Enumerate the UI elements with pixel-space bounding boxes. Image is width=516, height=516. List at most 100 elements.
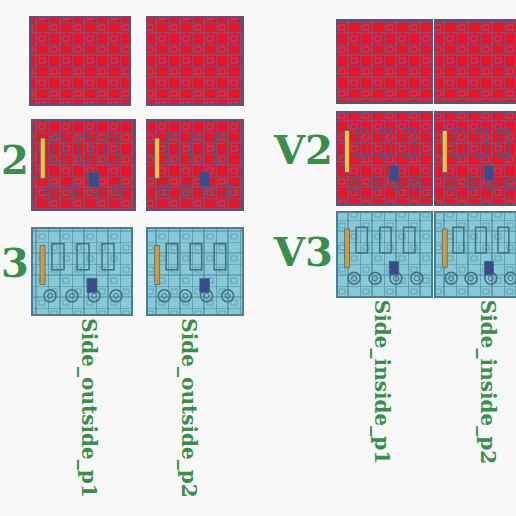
door xyxy=(89,172,99,186)
round-hatch xyxy=(488,276,493,281)
round-hatch xyxy=(352,276,357,281)
round-hatch xyxy=(116,188,121,193)
round-hatch xyxy=(162,293,167,298)
round-hatch xyxy=(348,272,360,284)
round-hatch xyxy=(222,184,234,196)
round-hatch xyxy=(414,182,419,187)
round-hatch xyxy=(66,290,78,302)
round-hatch xyxy=(445,272,457,284)
round-hatch xyxy=(67,184,79,196)
window-frame xyxy=(380,227,391,253)
round-hatch xyxy=(445,179,457,191)
door xyxy=(389,166,399,181)
round-hatch xyxy=(183,188,188,193)
window-frame xyxy=(453,227,464,253)
door xyxy=(200,278,210,292)
red-panel xyxy=(32,120,135,210)
round-hatch xyxy=(373,276,378,281)
cyan-panel xyxy=(435,212,516,297)
accent-strip xyxy=(345,131,350,173)
window-frame xyxy=(166,244,178,270)
round-hatch xyxy=(204,293,209,298)
round-hatch xyxy=(411,179,423,191)
window-frame xyxy=(356,227,367,253)
door xyxy=(389,261,399,275)
window-frame xyxy=(166,136,178,163)
round-hatch xyxy=(508,182,513,187)
round-hatch xyxy=(44,290,56,302)
cyan-panel xyxy=(337,212,432,297)
accent-strip xyxy=(155,138,160,179)
cyan-panel xyxy=(147,228,243,315)
round-hatch xyxy=(411,272,423,284)
accent-strip xyxy=(40,138,45,179)
round-hatch xyxy=(373,182,378,187)
door xyxy=(485,261,494,275)
part-name: Side_outside_p1 xyxy=(79,318,99,497)
window-frame xyxy=(356,129,367,157)
round-hatch xyxy=(204,188,209,193)
round-hatch xyxy=(70,293,75,298)
window-frame xyxy=(404,227,415,253)
accent-strip xyxy=(155,245,160,284)
window-frame xyxy=(104,136,116,163)
window-frame xyxy=(77,244,89,270)
window-frame xyxy=(476,129,487,157)
round-hatch xyxy=(348,179,360,191)
accent-strip xyxy=(442,229,447,267)
part-name: Side_inside_p1 xyxy=(372,300,392,464)
red-panel xyxy=(30,17,130,105)
version-label: V3 xyxy=(274,232,333,272)
version-label: 3 xyxy=(1,243,29,283)
round-hatch xyxy=(393,182,398,187)
round-hatch xyxy=(162,188,167,193)
door xyxy=(87,278,97,292)
panel-details xyxy=(40,129,516,302)
round-hatch xyxy=(414,276,419,281)
window-frame xyxy=(498,227,509,253)
part-name: Side_inside_p2 xyxy=(478,300,498,464)
window-frame xyxy=(102,244,114,270)
window-frame xyxy=(214,136,226,163)
door xyxy=(200,172,210,186)
round-hatch xyxy=(158,184,170,196)
window-frame xyxy=(453,129,464,157)
version-label: V2 xyxy=(274,130,333,170)
accent-strip xyxy=(442,131,447,173)
window-frame xyxy=(214,244,226,270)
round-hatch xyxy=(179,290,191,302)
window-frame xyxy=(404,129,415,157)
window-frame xyxy=(53,136,65,163)
round-hatch xyxy=(449,276,454,281)
window-frame xyxy=(78,136,90,163)
round-hatch xyxy=(158,290,170,302)
round-hatch xyxy=(110,290,122,302)
round-hatch xyxy=(469,276,474,281)
round-hatch xyxy=(369,179,381,191)
round-hatch xyxy=(48,293,53,298)
door xyxy=(485,166,494,181)
round-hatch xyxy=(505,179,516,191)
red-panel xyxy=(147,17,243,105)
accent-strip xyxy=(345,229,350,267)
red-panel xyxy=(435,112,516,205)
red-panel xyxy=(147,120,243,210)
window-frame xyxy=(380,129,391,157)
window-frame xyxy=(498,129,509,157)
window-frame xyxy=(190,136,202,163)
round-hatch xyxy=(93,188,98,193)
red-panel xyxy=(337,20,432,103)
round-hatch xyxy=(225,293,230,298)
round-hatch xyxy=(48,188,53,193)
window-frame xyxy=(476,227,487,253)
round-hatch xyxy=(114,293,119,298)
round-hatch xyxy=(71,188,76,193)
round-hatch xyxy=(469,182,474,187)
round-hatch xyxy=(179,184,191,196)
round-hatch xyxy=(465,179,477,191)
panel-group xyxy=(30,17,516,315)
round-hatch xyxy=(508,276,513,281)
red-panel xyxy=(435,20,516,103)
round-hatch xyxy=(45,184,57,196)
